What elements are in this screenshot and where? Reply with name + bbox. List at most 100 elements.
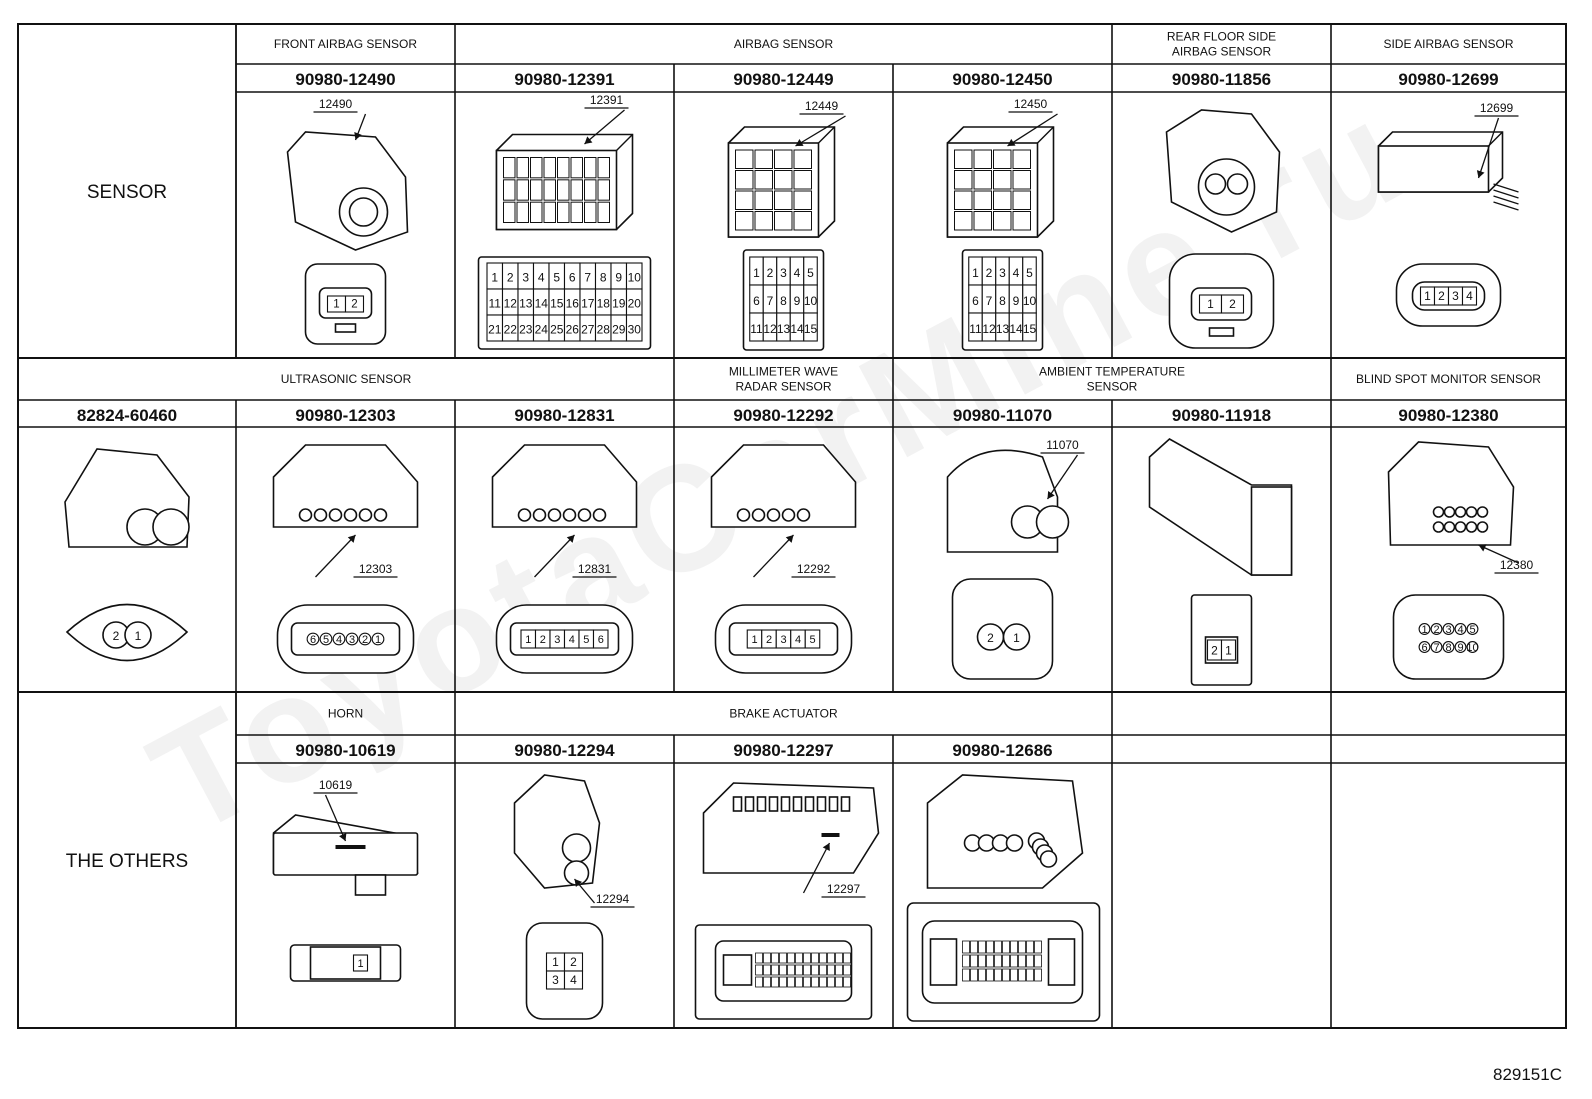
connector-cavity — [516, 179, 529, 201]
pin-number: 1 — [333, 299, 339, 311]
pin-cell — [563, 970, 584, 990]
callout-label: 12391 — [590, 93, 624, 107]
connector-cavity — [1432, 521, 1445, 533]
connector-cavity — [557, 157, 570, 179]
pin-cell — [1466, 641, 1479, 653]
part-number: 90980-11070 — [953, 406, 1052, 425]
pin-number: 4 — [570, 973, 577, 987]
connector-cavity — [962, 940, 970, 954]
connector-cavity — [994, 954, 1002, 968]
pin-number: 4 — [795, 634, 801, 646]
group-header: HORN — [328, 707, 363, 721]
callout-arrow — [785, 535, 794, 543]
pin-cell — [1442, 641, 1455, 653]
connector-outline — [792, 796, 803, 812]
connector-cavity — [735, 149, 754, 169]
pin-number: 10 — [628, 271, 642, 285]
callout-label: 12831 — [578, 562, 612, 576]
pin-number: 21 — [488, 323, 502, 337]
connector-cavity — [597, 179, 610, 201]
connector-cavity — [787, 952, 795, 964]
connector-cavity — [1476, 506, 1489, 518]
pin-cell — [344, 295, 365, 313]
connector-cavity — [986, 940, 994, 954]
connector-cavity — [1018, 968, 1026, 982]
pin-number: 15 — [550, 297, 564, 311]
pin-cell — [625, 314, 643, 342]
connector-cavity — [1034, 940, 1042, 954]
pin-number: 23 — [519, 323, 533, 337]
connector-cavity — [1005, 834, 1024, 852]
pin-number: 20 — [628, 297, 642, 311]
pin-cell — [1430, 623, 1443, 635]
connector-cavity — [793, 211, 812, 231]
pin-number: 5 — [1469, 624, 1475, 636]
connector-cavity — [1034, 968, 1042, 982]
connector-cavity — [516, 157, 529, 179]
pin-cell — [1418, 641, 1431, 653]
connector-body — [702, 782, 880, 874]
connector-cavity — [795, 952, 803, 964]
pin-number: 18 — [597, 297, 611, 311]
part-number: 90980-12490 — [295, 70, 395, 89]
connector-cavity — [1443, 506, 1456, 518]
pin-number: 2 — [987, 631, 994, 645]
callout-label: 12490 — [319, 97, 353, 111]
connector-cavity — [343, 508, 358, 522]
callout-label: 11070 — [1046, 438, 1079, 452]
connector-body — [272, 444, 419, 528]
connector-body — [946, 449, 1059, 553]
connector-outline — [354, 874, 387, 896]
pin-number: 4 — [1466, 289, 1473, 303]
connector-cavity — [1026, 968, 1034, 982]
part-marking — [821, 833, 840, 837]
connector-cavity — [543, 179, 556, 201]
pin-number: 6 — [1421, 642, 1427, 654]
pin-number: 1 — [1207, 297, 1214, 311]
connector-cavity — [754, 211, 773, 231]
connector-cavity — [763, 964, 771, 976]
connector-cavity — [313, 508, 328, 522]
connector-cavity — [993, 170, 1012, 190]
connector-cavity — [503, 179, 516, 201]
pin-number: 1 — [491, 271, 498, 285]
pin-number: 5 — [1026, 266, 1033, 280]
pin-number: 4 — [794, 266, 801, 280]
connector-cavity — [754, 190, 773, 210]
connector-cavity — [1012, 149, 1031, 169]
connector-cavity — [994, 940, 1002, 954]
wire — [1493, 189, 1519, 199]
pin-number: 15 — [1023, 322, 1037, 336]
connector-cavity — [1035, 505, 1070, 539]
connector-cavity — [584, 201, 597, 224]
pin-number: 2 — [362, 634, 368, 646]
callout-label: 12380 — [1500, 558, 1534, 572]
callout-arrow — [354, 132, 362, 140]
connector-cavity — [1002, 954, 1010, 968]
part-number: 90980-12686 — [952, 741, 1052, 760]
connector-cavity — [827, 952, 835, 964]
pin-number: 9 — [1457, 642, 1463, 654]
connector-cavity — [835, 976, 843, 988]
group-header: ULTRASONIC SENSOR — [281, 372, 412, 386]
connector-cavity — [774, 170, 793, 190]
connector-cavity — [766, 508, 781, 522]
connector-cavity — [835, 952, 843, 964]
connector-cavity — [973, 170, 992, 190]
pin-number: 12 — [763, 322, 777, 336]
pin-number: 1 — [357, 958, 363, 970]
part-number: 90980-12294 — [514, 741, 615, 760]
connector-cavity — [793, 149, 812, 169]
connector-cavity — [795, 976, 803, 988]
connector-cavity — [827, 964, 835, 976]
connector-cavity — [562, 508, 577, 522]
connector-outline — [744, 796, 755, 812]
callout-label: 12294 — [596, 892, 630, 906]
connector-cavity — [755, 952, 763, 964]
connector-cavity — [970, 968, 978, 982]
pin-number: 1 — [1013, 631, 1020, 645]
pin-number: 9 — [1013, 294, 1020, 308]
connector-outline — [929, 938, 958, 986]
connector-cavity — [1034, 954, 1042, 968]
